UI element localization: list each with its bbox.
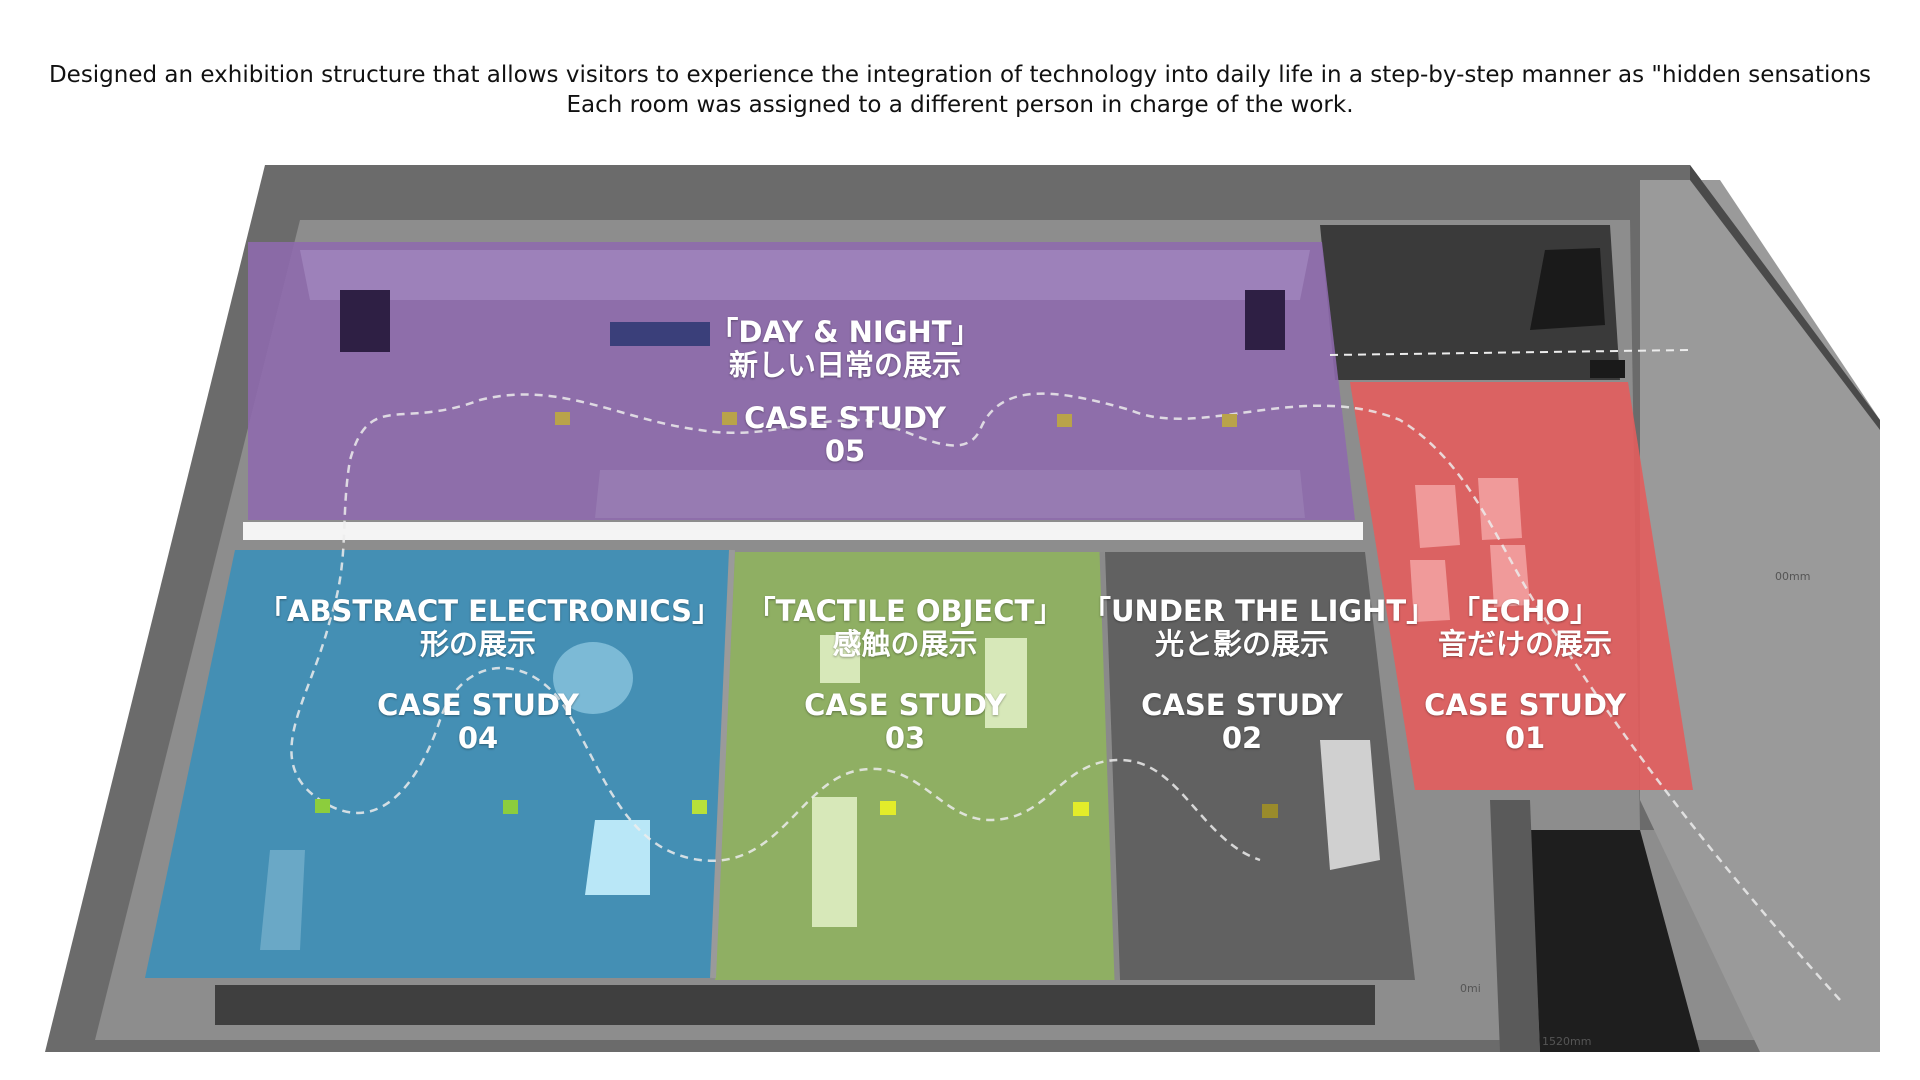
floor-marker <box>722 412 737 425</box>
room-subtitle: 感触の展示 <box>832 627 978 661</box>
room-under-the-light <box>1105 552 1415 980</box>
case-study-number: 05 <box>824 434 866 468</box>
room-subtitle: 音だけの展示 <box>1437 627 1612 661</box>
floor-marker <box>503 800 518 814</box>
front-wall <box>215 985 1375 1025</box>
abstract-bench <box>260 850 305 950</box>
day-night-sofa <box>610 322 710 346</box>
partition-green-gray <box>1099 551 1120 981</box>
room-title: 「UNDER THE LIGHT」 <box>1082 594 1436 628</box>
case-study-label: CASE STUDY <box>377 688 579 722</box>
dimension-bottom: 1520mm <box>1542 1035 1592 1048</box>
label-abstract-electronics: 「ABSTRACT ELECTRONICS」 形の展示 CASE STUDY 0… <box>258 594 722 755</box>
room-subtitle: 新しい日常の展示 <box>728 348 961 382</box>
corridor-wall <box>1490 800 1540 1052</box>
dimension-side: 00mm <box>1775 570 1811 583</box>
case-study-label: CASE STUDY <box>1424 688 1626 722</box>
floor-marker <box>1057 414 1072 427</box>
speaker-block-1 <box>1530 248 1605 330</box>
light-panel <box>1320 740 1380 870</box>
room-title: 「ECHO」 <box>1450 594 1600 628</box>
floor-marker <box>880 801 896 815</box>
partition-horizontal <box>243 522 1363 540</box>
day-night-back-wall <box>300 250 1310 300</box>
room-subtitle: 形の展示 <box>419 627 536 661</box>
abstract-round-table <box>553 642 633 714</box>
case-study-label: CASE STUDY <box>804 688 1006 722</box>
caption-line-2: Each room was assigned to a different pe… <box>566 92 1354 118</box>
floor-marker <box>692 800 707 814</box>
tactile-pedestal-1 <box>812 797 857 927</box>
echo-block-4 <box>1490 545 1530 607</box>
case-study-number: 01 <box>1504 721 1546 755</box>
partition-blue-green <box>710 549 735 979</box>
visitor-path <box>290 392 1841 1001</box>
echo-block-2 <box>1478 478 1522 540</box>
speaker-block-2 <box>1590 360 1625 378</box>
exit-path <box>1329 349 1691 356</box>
room-title: 「TACTILE OBJECT」 <box>746 594 1064 628</box>
day-night-display-2 <box>1245 290 1285 350</box>
floor-marker <box>1222 414 1237 427</box>
case-study-number: 03 <box>884 721 926 755</box>
case-study-number: 02 <box>1221 721 1263 755</box>
case-study-label: CASE STUDY <box>744 401 946 435</box>
label-tactile-object: 「TACTILE OBJECT」 感触の展示 CASE STUDY 03 <box>745 595 1065 755</box>
room-title: 「DAY & NIGHT」 <box>709 315 981 349</box>
case-study-label: CASE STUDY <box>1141 688 1343 722</box>
case-study-number: 04 <box>457 721 499 755</box>
abstract-light-box <box>585 820 650 895</box>
label-under-the-light: 「UNDER THE LIGHT」 光と影の展示 CASE STUDY 02 <box>1082 594 1436 755</box>
tactile-pedestal-2 <box>985 638 1027 728</box>
floor-marker <box>315 799 330 813</box>
caption-line-1: Designed an exhibition structure that al… <box>48 62 1872 88</box>
day-night-display-1 <box>340 290 390 352</box>
room-subtitle: 光と影の展示 <box>1154 627 1329 661</box>
room-title: 「ABSTRACT ELECTRONICS」 <box>258 594 722 628</box>
entrance-corridor <box>1530 830 1700 1052</box>
dimension-small: 0mi <box>1460 982 1481 995</box>
day-night-bench <box>595 470 1305 518</box>
floor-marker <box>1073 802 1089 816</box>
annex-wall <box>1690 165 1880 430</box>
tactile-pedestal-3 <box>820 635 860 683</box>
description-caption: Designed an exhibition structure that al… <box>0 60 1920 120</box>
echo-block-1 <box>1415 485 1460 548</box>
echo-block-3 <box>1410 560 1450 622</box>
label-echo: 「ECHO」 音だけの展示 CASE STUDY 01 <box>1405 595 1645 755</box>
floor-markers <box>315 412 1278 818</box>
label-day-night: 「DAY & NIGHT」 新しい日常の展示 CASE STUDY 05 <box>690 316 1000 468</box>
floor-marker <box>1262 804 1278 818</box>
room-day-night <box>248 242 1355 520</box>
floor-marker <box>555 412 570 425</box>
